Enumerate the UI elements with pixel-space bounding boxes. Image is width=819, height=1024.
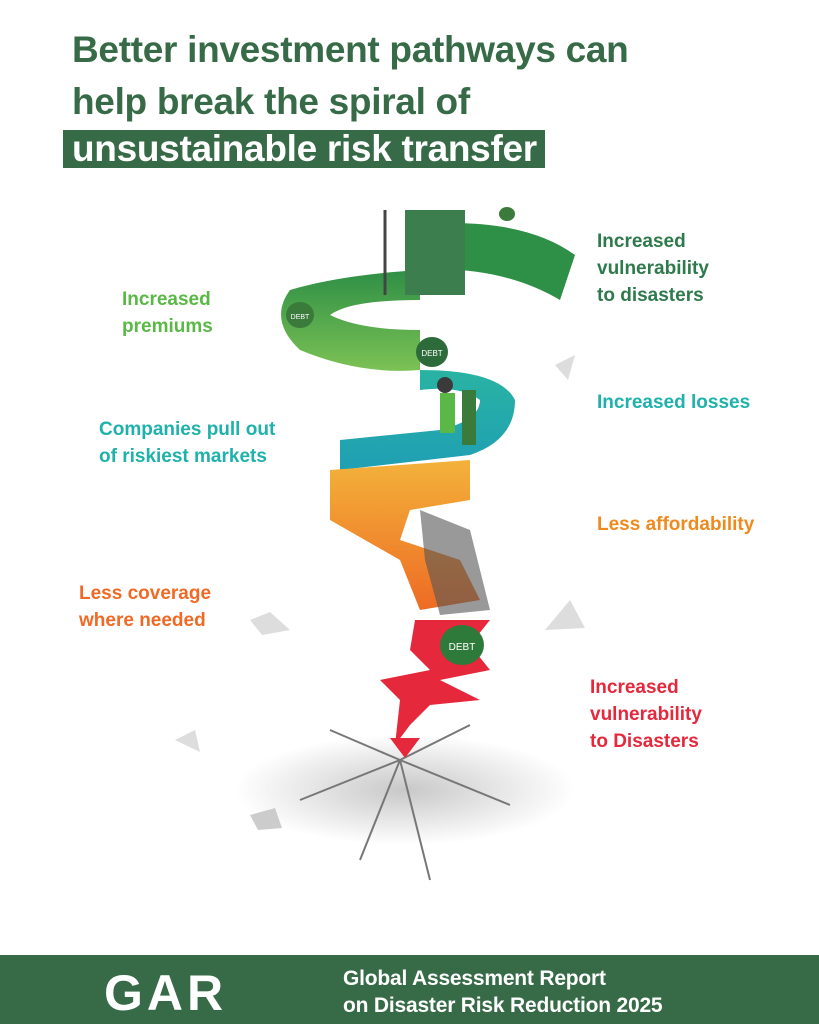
title-line-2: help break the spiral of [72,81,470,122]
debt-bag-icon: DEBT [416,337,448,367]
debt-bag-icon: DEBT [440,625,484,665]
label-line: Companies pull out [99,419,276,440]
label-less-coverage: Less coverage where needed [79,580,211,634]
stairs-orange [330,460,490,615]
svg-text:DEBT: DEBT [291,314,310,321]
report-title-line-1: Global Assessment Report [343,967,606,990]
debt-bag-icon [499,207,515,221]
label-companies-pull-out: Companies pull out of riskiest markets [99,416,275,470]
report-title-line-2: on Disaster Risk Reduction 2025 [343,994,663,1017]
label-line: premiums [122,316,213,337]
debt-bags: DEBT DEBT DEBT [286,207,515,665]
stairs-green [281,210,575,371]
label-increased-premiums: Increased premiums [122,286,213,340]
title-highlight: unsustainable risk transfer [63,130,545,168]
spiral-staircase-illustration: DEBT DEBT DEBT [175,207,585,881]
stairs-teal [340,370,515,470]
label-line: Increased [597,231,686,252]
building-icon [405,210,465,295]
label-line: of riskiest markets [99,446,267,467]
label-line: where needed [79,610,206,631]
label-line: Increased [122,289,211,310]
cracked-ground [175,355,585,881]
label-line: Increased losses [597,392,751,413]
report-title: Global Assessment Report on Disaster Ris… [343,965,663,1019]
label-increased-losses: Increased losses [597,389,750,416]
title-line-1: Better investment pathways can [72,29,629,70]
footer-banner: GAR Global Assessment Report on Disaster… [0,955,819,1024]
svg-text:DEBT: DEBT [449,642,476,653]
label-line: to Disasters [590,731,699,752]
label-line: Increased [590,677,679,698]
label-increased-vulnerability-top: Increased vulnerability to disasters [597,228,709,309]
arrow-down-icon [390,738,420,758]
label-line: Less affordability [597,514,755,535]
debt-bag-icon: DEBT [286,302,314,328]
label-line: to disasters [597,285,704,306]
svg-text:DEBT: DEBT [421,349,442,358]
gar-logo: GAR [104,965,228,1021]
label-line: vulnerability [597,258,709,279]
crowd-icon [420,510,490,615]
label-line: Less coverage [79,583,212,604]
label-less-affordability: Less affordability [597,511,754,538]
family-icon [437,377,453,393]
label-increased-vulnerability-bottom: Increased vulnerability to Disasters [590,674,702,755]
label-line: vulnerability [590,704,702,725]
